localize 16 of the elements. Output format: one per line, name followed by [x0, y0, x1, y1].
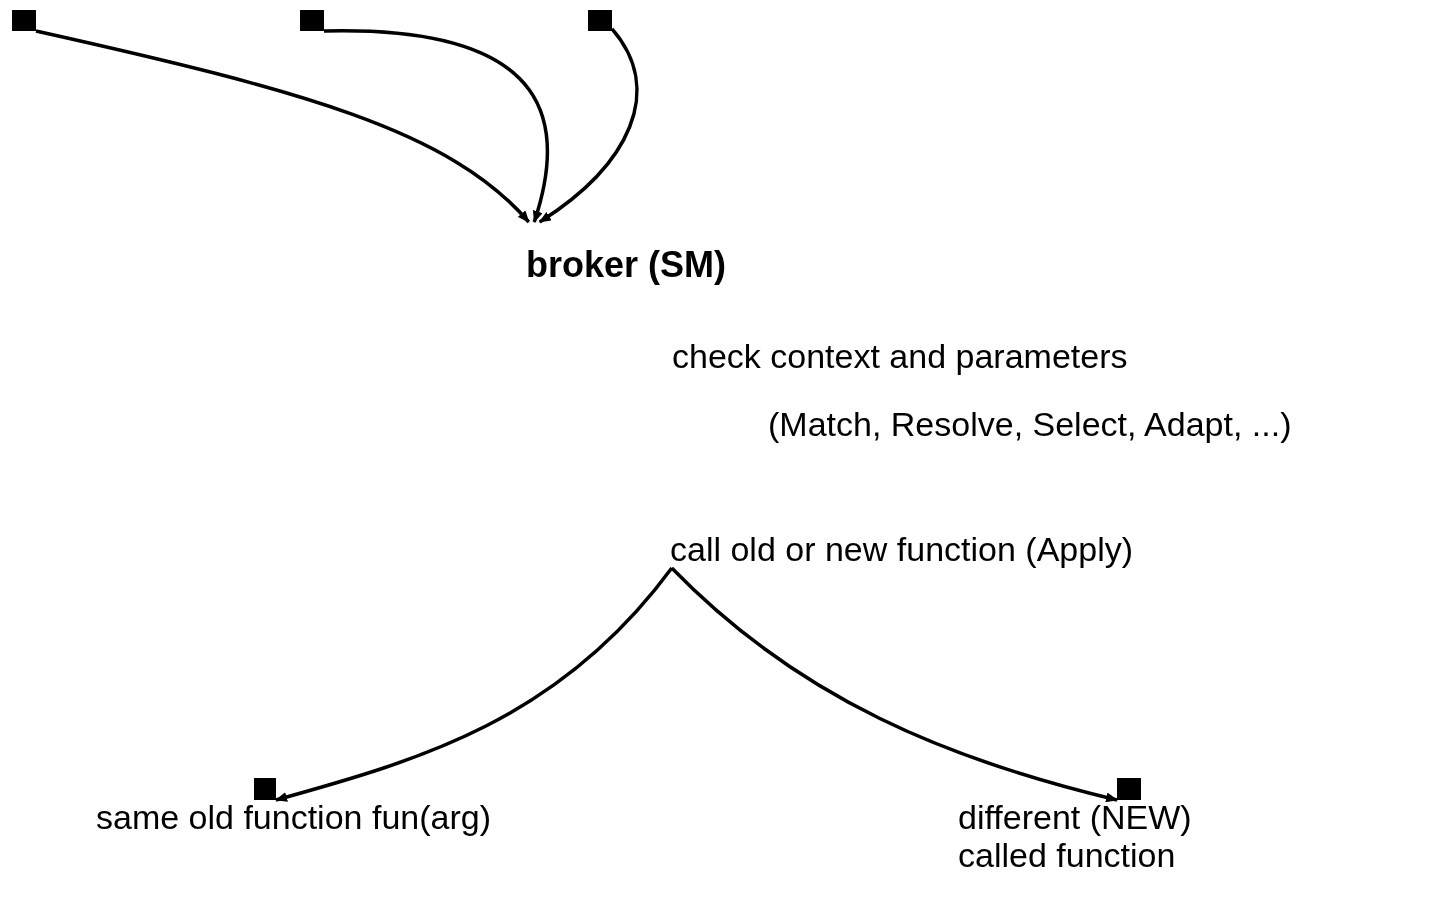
- terminal-square: [588, 10, 612, 31]
- terminal-square: [12, 10, 36, 31]
- outcome-label: different (NEW) called function: [958, 798, 1193, 874]
- note-text: check context and parameters: [672, 337, 1128, 375]
- arrow: [670, 566, 1118, 803]
- broker-label: broker (SM): [526, 246, 727, 284]
- terminal-square: [1117, 778, 1141, 800]
- arrow: [275, 566, 674, 802]
- arrow: [538, 27, 639, 224]
- outcome-label: same old function fun(arg): [96, 798, 492, 836]
- terminal-square: [254, 778, 276, 800]
- terminal-square: [300, 10, 324, 31]
- step-label: call old or new function (Apply): [670, 530, 1133, 568]
- arrow: [323, 29, 550, 223]
- arrow: [35, 29, 530, 224]
- note-text: (Match, Resolve, Select, Adapt, ...): [768, 405, 1292, 443]
